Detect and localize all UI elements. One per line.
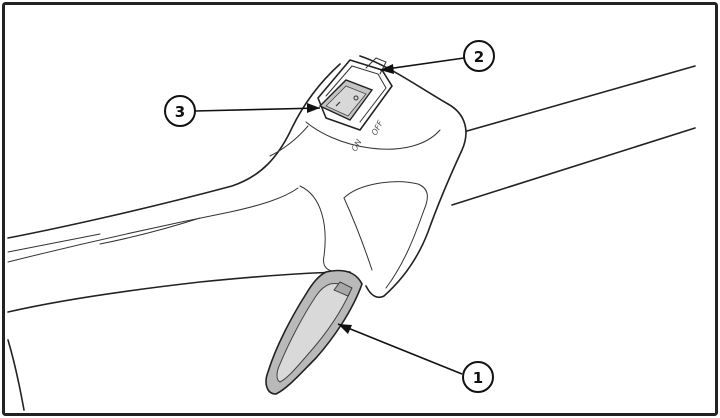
grip-end [7,339,25,411]
callout-3: 3 [164,95,321,127]
handle-body [7,55,467,313]
switch-housing [317,57,393,131]
callout-2: 2 [379,40,495,74]
callout-2-number: 2 [474,48,484,66]
trigger [265,269,363,395]
shaft [451,65,696,206]
callout-1-number: 1 [473,369,483,387]
callout-3-number: 3 [175,103,185,121]
on-off-switch [318,79,374,121]
callout-1: 1 [337,323,494,393]
